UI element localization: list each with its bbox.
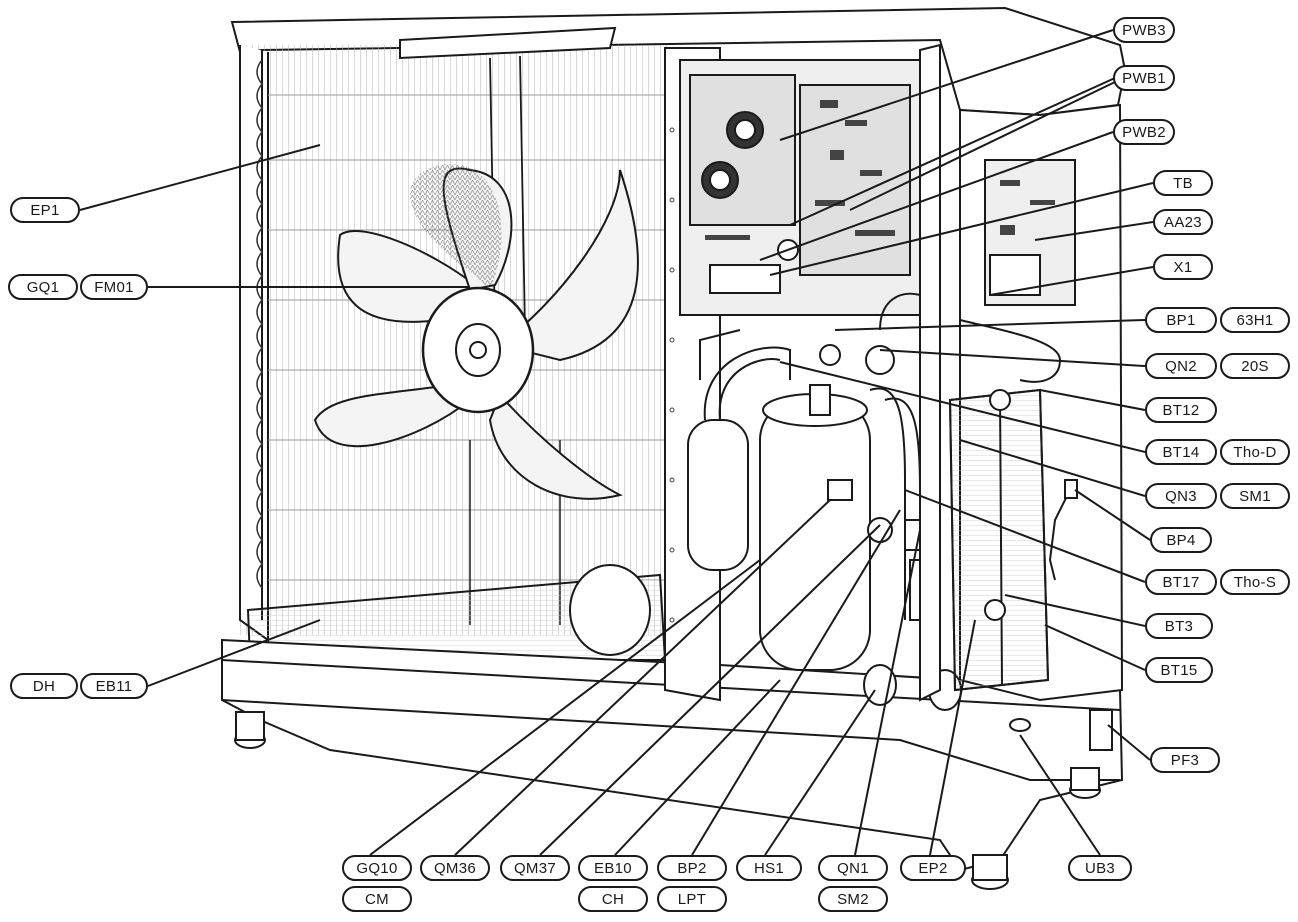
label-tho-s: Tho-S xyxy=(1220,569,1290,595)
label-qm36: QM36 xyxy=(420,855,490,881)
label-bp4: BP4 xyxy=(1150,527,1212,553)
label-bt15: BT15 xyxy=(1145,657,1213,683)
label-hs1: HS1 xyxy=(736,855,802,881)
label-ub3: UB3 xyxy=(1068,855,1132,881)
label-qn2: QN2 xyxy=(1145,353,1217,379)
unit-body xyxy=(221,6,1127,890)
label-bt17: BT17 xyxy=(1145,569,1217,595)
label-sm1: SM1 xyxy=(1220,483,1290,509)
label-63h1: 63H1 xyxy=(1220,307,1290,333)
label-pwb2: PWB2 xyxy=(1113,119,1175,145)
label-lpt: LPT xyxy=(657,886,727,912)
label-gq1: GQ1 xyxy=(8,274,78,300)
label-pf3: PF3 xyxy=(1150,747,1220,773)
label-cm: CM xyxy=(342,886,412,912)
label-aa23: AA23 xyxy=(1153,209,1213,235)
label-gq10: GQ10 xyxy=(342,855,412,881)
label-tho-d: Tho-D xyxy=(1220,439,1290,465)
label-qn3: QN3 xyxy=(1145,483,1217,509)
label-pwb1: PWB1 xyxy=(1113,65,1175,91)
label-bt12: BT12 xyxy=(1145,397,1217,423)
label-pwb3: PWB3 xyxy=(1113,17,1175,43)
label-qm37: QM37 xyxy=(500,855,570,881)
label-qn1: QN1 xyxy=(818,855,888,881)
label-eb11: EB11 xyxy=(80,673,148,699)
leader-lines xyxy=(79,29,1154,856)
label-dh: DH xyxy=(10,673,78,699)
label-x1: X1 xyxy=(1153,254,1213,280)
label-ep1: EP1 xyxy=(10,197,80,223)
label-eb10: EB10 xyxy=(578,855,648,881)
label-ch: CH xyxy=(578,886,648,912)
label-sm2: SM2 xyxy=(818,886,888,912)
label-ep2: EP2 xyxy=(900,855,966,881)
label-bt14: BT14 xyxy=(1145,439,1217,465)
label-bt3: BT3 xyxy=(1145,613,1213,639)
label-fm01: FM01 xyxy=(80,274,148,300)
label-bp2: BP2 xyxy=(657,855,727,881)
label-tb: TB xyxy=(1153,170,1213,196)
label-bp1: BP1 xyxy=(1145,307,1217,333)
label-20s: 20S xyxy=(1220,353,1290,379)
